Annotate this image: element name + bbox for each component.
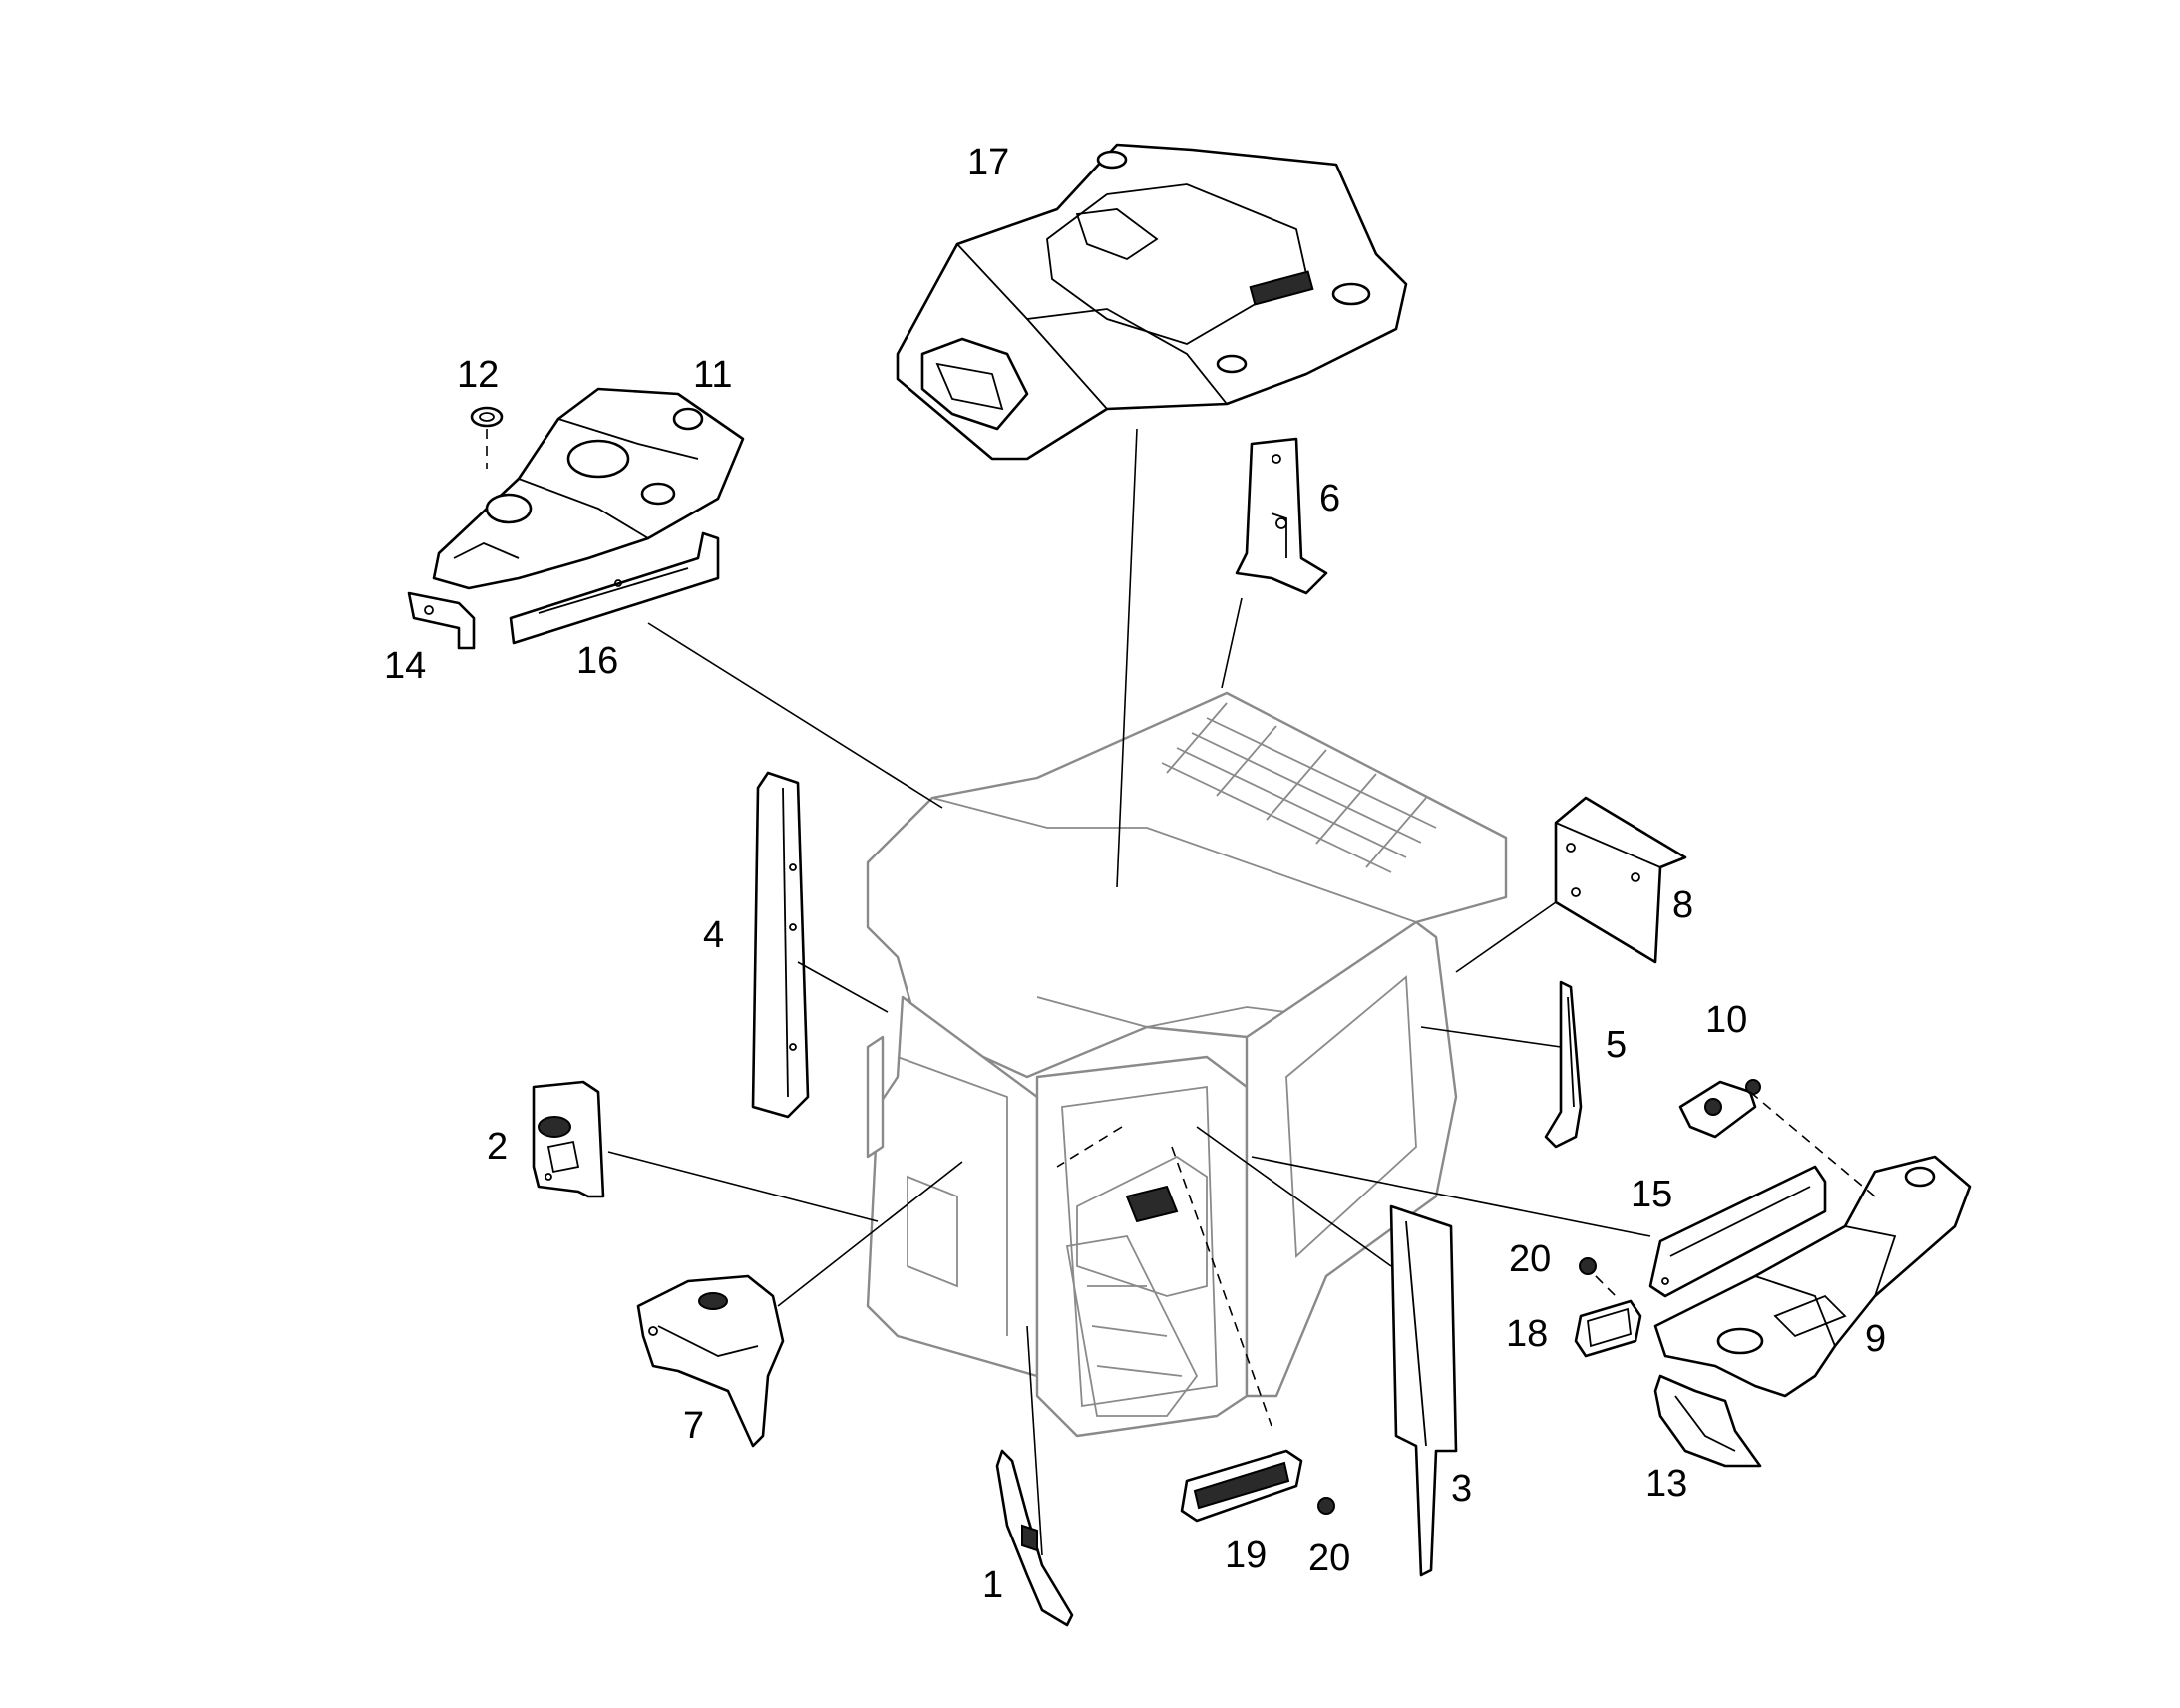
callout-3: 3 [1451,1468,1472,1510]
part-15-trim-plate [1648,1165,1827,1298]
callout-labels: 1 2 3 4 5 6 7 8 9 10 11 12 13 14 15 16 1… [384,142,1886,1606]
part-4-trim-strip [751,771,810,1119]
callout-18: 18 [1506,1313,1548,1355]
part-17-roof-liner [896,143,1408,461]
part-7-left-cover [636,1274,785,1448]
part-11-left-console [432,387,745,590]
part-5-curved-trim [1544,980,1583,1149]
part-18-rubber-pad [1574,1299,1642,1358]
callout-5: 5 [1606,1024,1627,1066]
part-16-trim-panel [509,531,720,645]
callout-10: 10 [1705,999,1747,1041]
part-6-pillar-cover [1235,437,1328,595]
part-10-clip [1678,1079,1761,1139]
roof-vent-grid [1161,702,1437,873]
callout-1: 1 [982,1564,1003,1606]
callout-13: 13 [1645,1463,1687,1505]
callout-9: 9 [1865,1318,1886,1360]
part-19-step-pad [1180,1449,1303,1523]
part-12-grommet [470,406,504,428]
callout-12: 12 [457,354,499,396]
callout-2: 2 [487,1126,508,1168]
part-2-bracket [532,1080,605,1198]
part-20-fastener-bottom [1317,1497,1335,1515]
callout-14: 14 [384,645,426,687]
part-9-right-console [1653,1155,1972,1398]
callout-17: 17 [967,142,1009,183]
callout-19: 19 [1225,1535,1267,1576]
callout-7: 7 [683,1405,704,1447]
callout-15: 15 [1631,1174,1672,1215]
part-3-long-trim [1389,1204,1458,1577]
callout-16: 16 [576,640,618,682]
callout-4: 4 [703,914,724,956]
part-1-lower-trim [995,1449,1074,1627]
part-8-rear-panel [1554,796,1687,964]
callout-20-bottom: 20 [1308,1537,1350,1579]
callout-20-right: 20 [1509,1238,1551,1280]
part-20-fastener-right [1579,1257,1597,1275]
part-13-lower-cover [1653,1374,1762,1468]
part-14-bracket [407,591,476,650]
cab-frame [866,691,1508,1438]
callout-8: 8 [1672,884,1693,926]
callout-11: 11 [693,354,732,396]
leader-lines [486,428,1876,1556]
callout-6: 6 [1319,478,1340,519]
